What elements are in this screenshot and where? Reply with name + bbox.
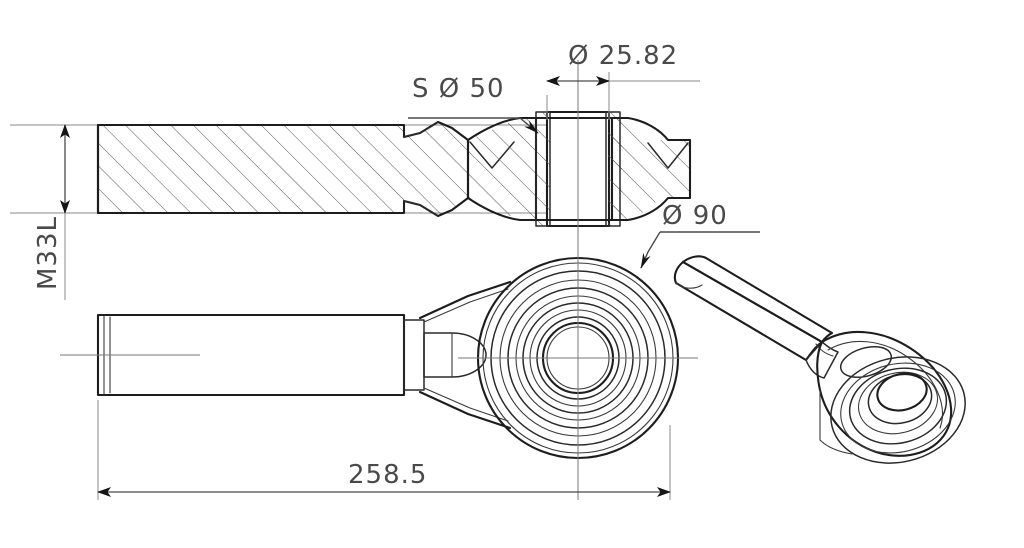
collar-left-outline bbox=[535, 111, 551, 227]
iso-rod-end-cap bbox=[675, 282, 703, 289]
shank-section-hatch bbox=[98, 122, 468, 216]
isometric-view bbox=[673, 255, 966, 464]
iso-head-relief-ellipse bbox=[839, 346, 893, 378]
overall-length-label: 258.5 bbox=[348, 460, 427, 490]
plan-tongue bbox=[423, 332, 487, 378]
dimension-dia-2582: Ø 25.82 bbox=[546, 41, 700, 120]
s-dia-50-leader-line bbox=[408, 117, 539, 134]
plan-arm-upper-inner bbox=[423, 288, 509, 323]
s-dia-50-label: S Ø 50 bbox=[412, 74, 505, 104]
shank-neck-lower bbox=[403, 200, 439, 217]
iso-ring-1 bbox=[830, 356, 966, 464]
plan-shank-body bbox=[96, 313, 406, 397]
ball-seat-right-outline bbox=[610, 116, 692, 222]
plan-arm-lower bbox=[418, 390, 512, 430]
chamfer-notch-right bbox=[647, 142, 689, 169]
iso-ring-4 bbox=[857, 371, 939, 435]
collar-left-hatch bbox=[536, 112, 550, 226]
plan-neck-collar bbox=[403, 319, 425, 391]
dimension-s-dia-50: S Ø 50 bbox=[408, 74, 539, 134]
collar-right-outline bbox=[605, 111, 621, 227]
iso-ring-5 bbox=[867, 373, 933, 425]
plan-arm-lower-inner bbox=[423, 387, 509, 422]
iso-ring-3 bbox=[848, 367, 948, 445]
iso-collar-edge bbox=[815, 343, 834, 357]
iso-rod-top-face bbox=[681, 255, 834, 344]
shank-neck-upper bbox=[403, 121, 439, 138]
section-top-view bbox=[10, 60, 692, 248]
dia-90-leader-line bbox=[640, 231, 661, 269]
plan-bottom-view bbox=[60, 240, 698, 500]
dia-90-label: Ø 90 bbox=[662, 201, 728, 231]
iso-ball-bore bbox=[876, 372, 928, 412]
iso-collar bbox=[805, 341, 839, 379]
dia-2582-label: Ø 25.82 bbox=[568, 41, 678, 71]
collar-right-hatch bbox=[608, 112, 622, 226]
dimension-overall-length: 258.5 bbox=[97, 400, 671, 500]
iso-head-bottom-edge bbox=[819, 439, 853, 455]
iso-ring-2 bbox=[840, 362, 956, 454]
dimension-dia-90: Ø 90 bbox=[640, 201, 760, 269]
iso-head-body-inner-edge bbox=[827, 340, 943, 429]
iso-rod-body bbox=[673, 260, 824, 362]
dimension-m33l: M33L bbox=[33, 124, 70, 300]
m33l-label: M33L bbox=[33, 216, 63, 290]
plan-arm-upper bbox=[418, 280, 512, 320]
